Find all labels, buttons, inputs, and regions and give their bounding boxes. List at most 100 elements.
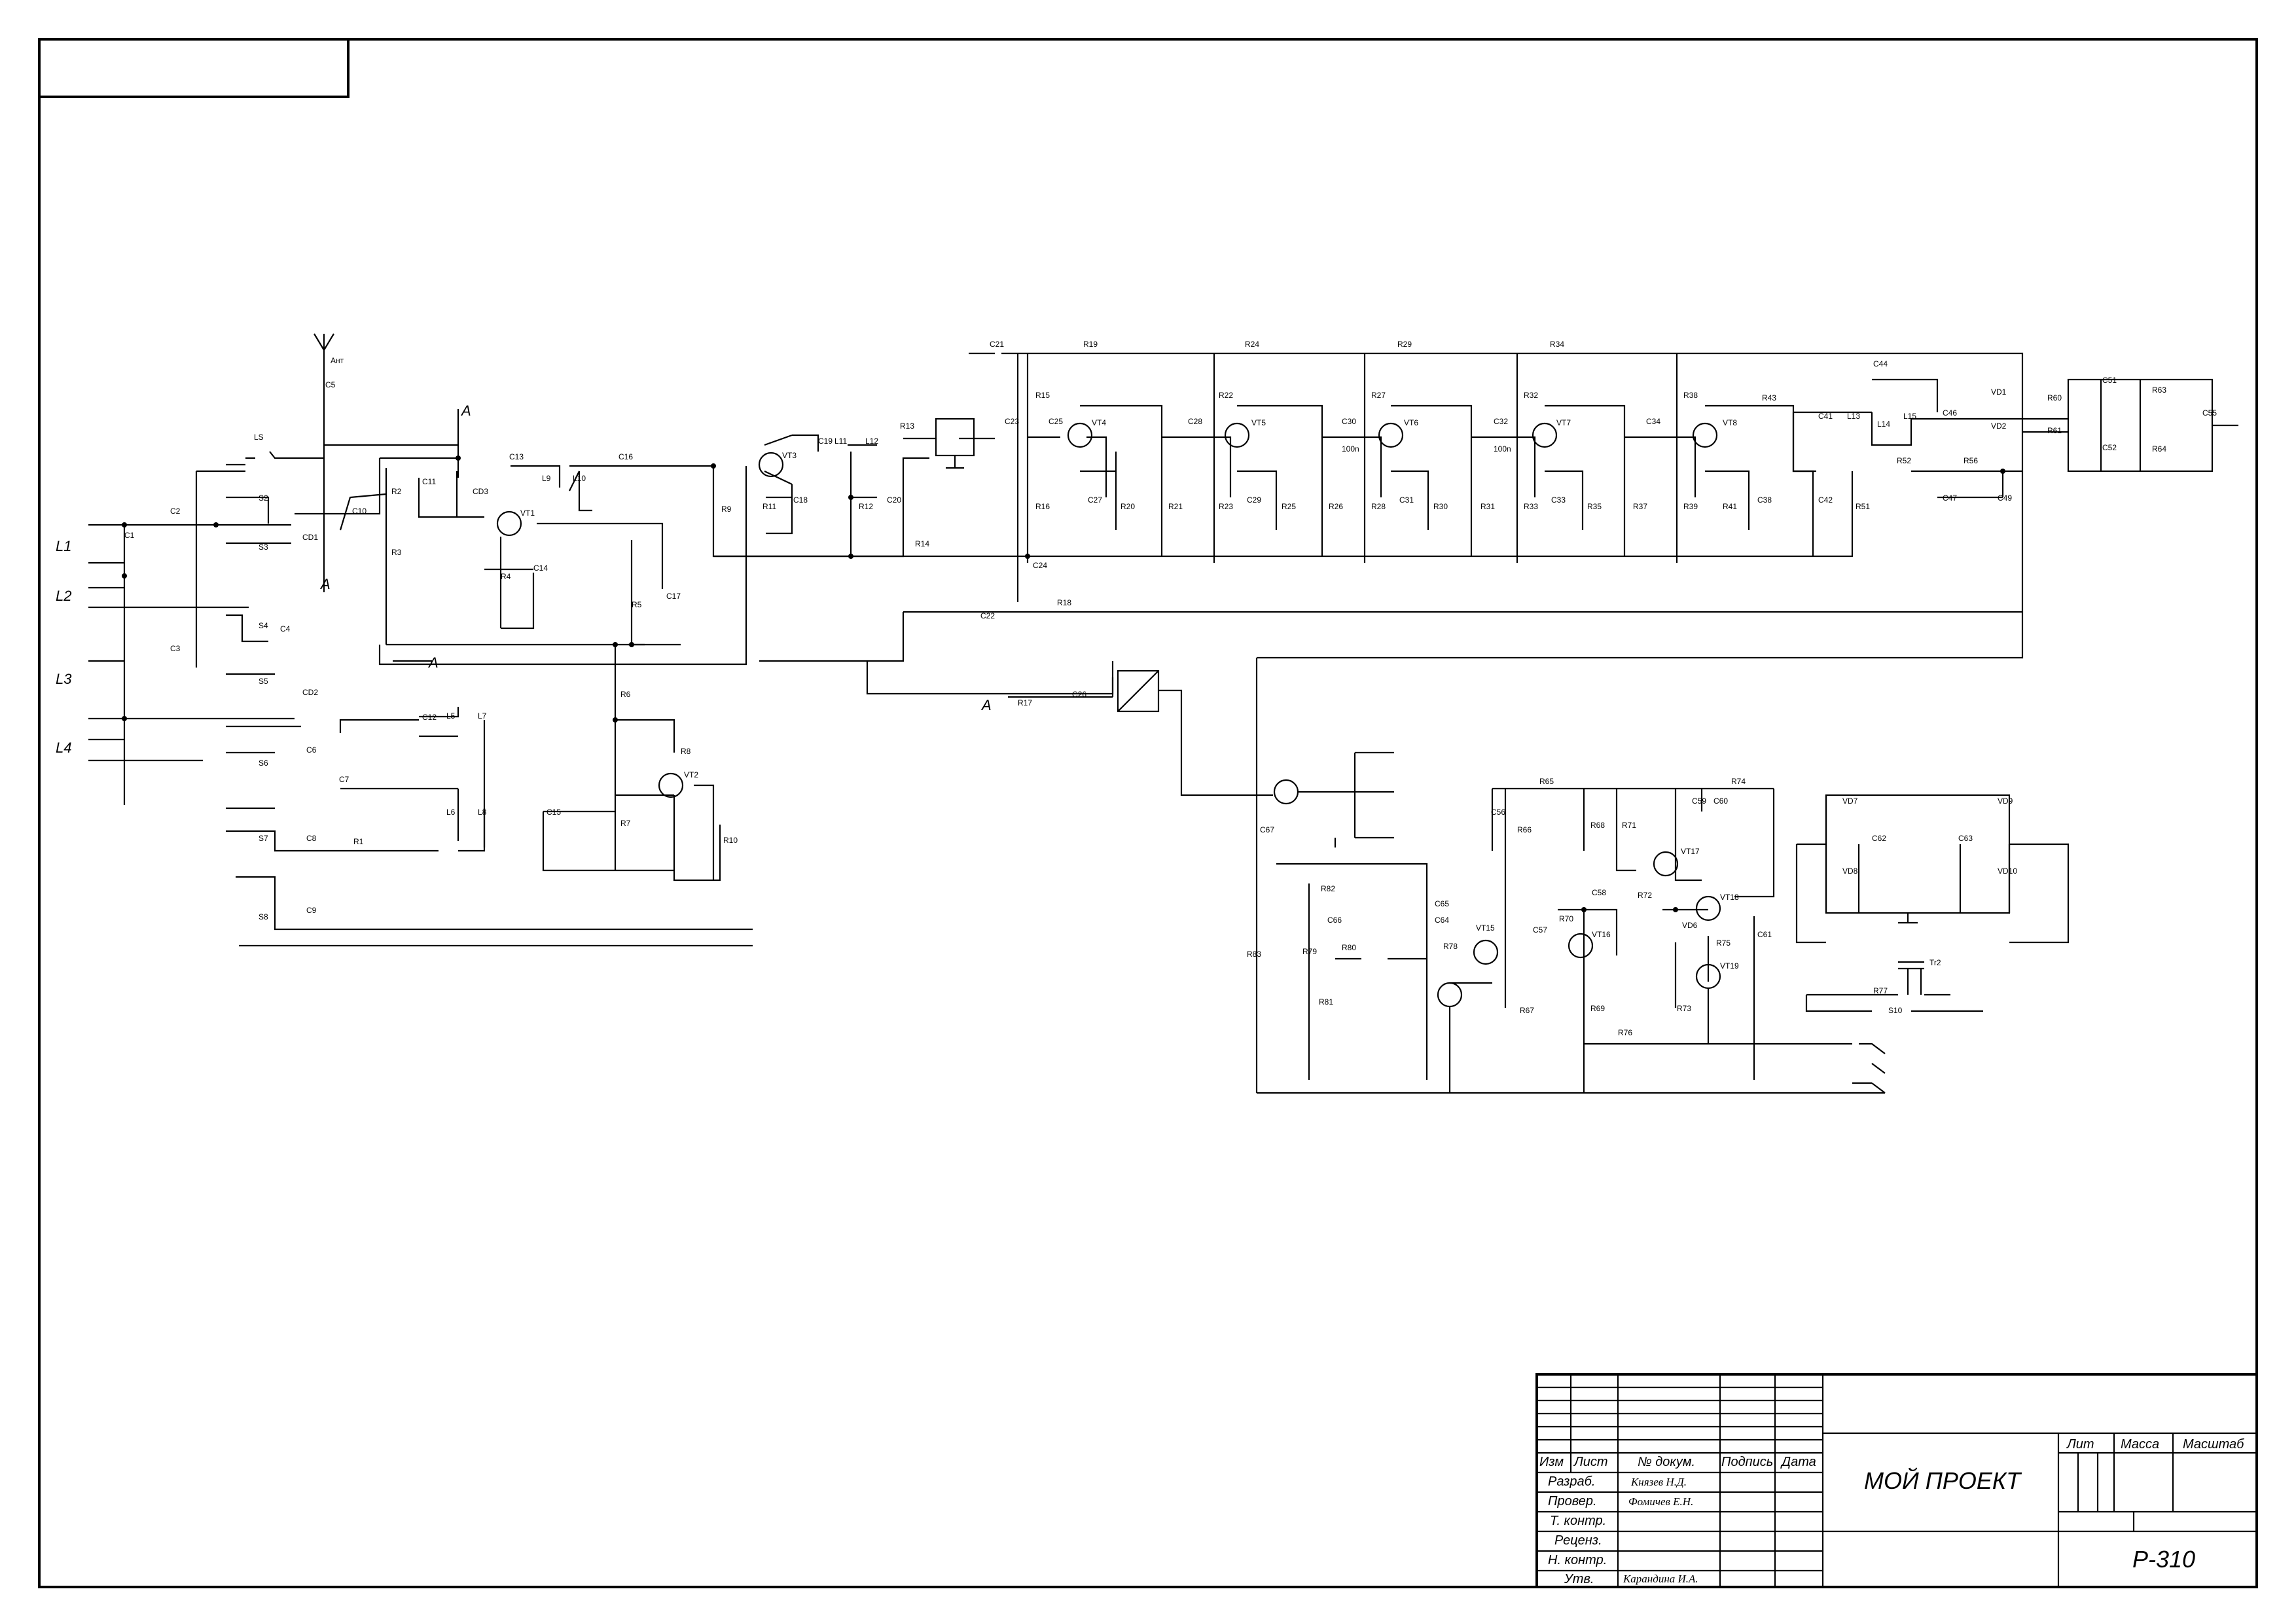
role-approver: Утв.: [1564, 1572, 1594, 1586]
resistor-r12-label: R12: [859, 502, 873, 511]
col-header-sign: Подпись: [1721, 1455, 1773, 1469]
capacitor-c59-label: C59: [1692, 796, 1706, 806]
resistor-r70-label: R70: [1559, 914, 1573, 923]
capacitor-c18-label: C18: [793, 495, 808, 505]
coil-l9-label: L9: [542, 474, 551, 483]
resistor-r9-label: R9: [721, 505, 732, 514]
corner-stamp: [38, 38, 350, 98]
resistor-r83-label: R83: [1247, 950, 1261, 959]
resistor-r26-label: R26: [1329, 502, 1343, 511]
mass-label: Масса: [2121, 1437, 2159, 1452]
resistor-r19-label: R19: [1083, 340, 1098, 349]
switch-s4-label: S4: [259, 621, 268, 630]
coil-l11-label: L11: [834, 437, 847, 446]
coil-l13-label: L13: [1847, 412, 1860, 421]
resistor-r80-label: R80: [1342, 943, 1356, 952]
transistor-vt8-label: VT8: [1723, 418, 1737, 427]
transistor-vt4-label: VT4: [1092, 418, 1106, 427]
role-norm-control: Н. контр.: [1548, 1553, 1607, 1567]
antenna-label: Ант: [331, 356, 344, 365]
resistor-r31-label: R31: [1480, 502, 1495, 511]
project-name: МОЙ ПРОЕКТ: [1864, 1467, 2022, 1494]
name-approver: Карандина И.А.: [1623, 1573, 1698, 1585]
resistor-r35-label: R35: [1587, 502, 1602, 511]
capacitor-c67-label: C67: [1260, 825, 1274, 834]
capacitor-c58-label: C58: [1592, 888, 1606, 897]
switch-s8-label: S8: [259, 912, 268, 921]
coil-l2-label: L2: [56, 588, 71, 604]
resistor-r25-label: R25: [1282, 502, 1296, 511]
capacitor-c20-label: C20: [887, 495, 901, 505]
node-a-label: А: [460, 402, 471, 419]
resistor-r27-label: R27: [1371, 391, 1386, 400]
transistor-vt16-label: VT16: [1592, 930, 1611, 939]
diode-vd2-label: VD2: [1991, 421, 2007, 431]
resistor-r69-label: R69: [1590, 1004, 1605, 1013]
capacitor-c1-label: C1: [124, 531, 135, 540]
resistor-r65-label: R65: [1539, 777, 1554, 786]
capacitor-c30-label: C30: [1342, 417, 1356, 426]
capacitor-c31-label: C31: [1399, 495, 1414, 505]
resistor-r73-label: R73: [1677, 1004, 1691, 1013]
resistor-r75-label: R75: [1716, 938, 1731, 948]
resistor-r18-label: R18: [1057, 598, 1071, 607]
resistor-r2-label: R2: [391, 487, 402, 496]
resistor-r15-label: R15: [1035, 391, 1050, 400]
capacitor-c29-label: C29: [1247, 495, 1261, 505]
role-tech-control: Т. контр.: [1550, 1514, 1606, 1528]
resistor-r34-label: R34: [1550, 340, 1564, 349]
switch-ls-label: LS: [254, 433, 264, 442]
capacitor-c25-label: C25: [1049, 417, 1063, 426]
capacitor-c3-label: C3: [170, 644, 181, 653]
resistor-r5-label: R5: [632, 600, 642, 609]
resistor-r41-label: R41: [1723, 502, 1737, 511]
resistor-r16-label: R16: [1035, 502, 1050, 511]
capacitor-c9-label: C9: [306, 906, 317, 915]
coil-l5-label: L5: [446, 711, 456, 721]
diode-vd10-label: VD10: [1998, 866, 2017, 876]
wiring: [88, 333, 2238, 1094]
capacitor-c15-label: C15: [547, 808, 561, 817]
capacitor-c12-label: C12: [422, 713, 437, 722]
col-header-date: Дата: [1780, 1455, 1816, 1469]
capacitor-c4-label: C4: [280, 624, 291, 633]
diode-cd3-label: CD3: [473, 487, 488, 496]
resistor-r1-label: R1: [353, 837, 364, 846]
transistor-symbols: [496, 422, 1721, 990]
diode-cd1-label: CD1: [302, 533, 318, 542]
resistor-r61-label: R61: [2047, 426, 2062, 435]
transistor-vt5-label: VT5: [1251, 418, 1266, 427]
name-checker: Фомичев Е.Н.: [1628, 1495, 1693, 1508]
capacitor-c27-label: C27: [1088, 495, 1102, 505]
diode-cd2-label: CD2: [302, 688, 318, 697]
col-header-izm: Изм: [1539, 1455, 1564, 1469]
capacitor-c38-label: C38: [1757, 495, 1772, 505]
switch-s6-label: S6: [259, 758, 268, 768]
label-c32v-label: 100n: [1494, 444, 1511, 454]
capacitor-c19-label: C19: [818, 437, 833, 446]
resistor-r78-label: R78: [1443, 942, 1458, 951]
capacitor-c14-label: C14: [533, 563, 548, 573]
node-a-label-3: А: [427, 654, 439, 671]
resistor-r37-label: R37: [1633, 502, 1647, 511]
coil-l1-label: L1: [56, 538, 71, 554]
resistor-r3-label: R3: [391, 548, 402, 557]
resistor-r71-label: R71: [1622, 821, 1636, 830]
scale-label: Масштаб: [2183, 1437, 2244, 1452]
resistor-r6-label: R6: [620, 690, 631, 699]
title-block: [1535, 1373, 2258, 1588]
coil-l8-label: L8: [478, 808, 487, 817]
resistor-r23-label: R23: [1219, 502, 1233, 511]
resistor-r8-label: R8: [681, 747, 691, 756]
coil-l14-label: L14: [1877, 419, 1890, 429]
label-tr2-label: Tr2: [1929, 958, 1941, 967]
capacitor-c41-label: C41: [1818, 412, 1833, 421]
resistor-r60-label: R60: [2047, 393, 2062, 402]
capacitor-c10-label: C10: [352, 507, 367, 516]
capacitor-c13-label: C13: [509, 452, 524, 461]
capacitor-c6-label: C6: [306, 745, 317, 755]
capacitor-c44-label: C44: [1873, 359, 1888, 368]
resistor-r21-label: R21: [1168, 502, 1183, 511]
capacitor-c52-label: C52: [2102, 443, 2117, 452]
